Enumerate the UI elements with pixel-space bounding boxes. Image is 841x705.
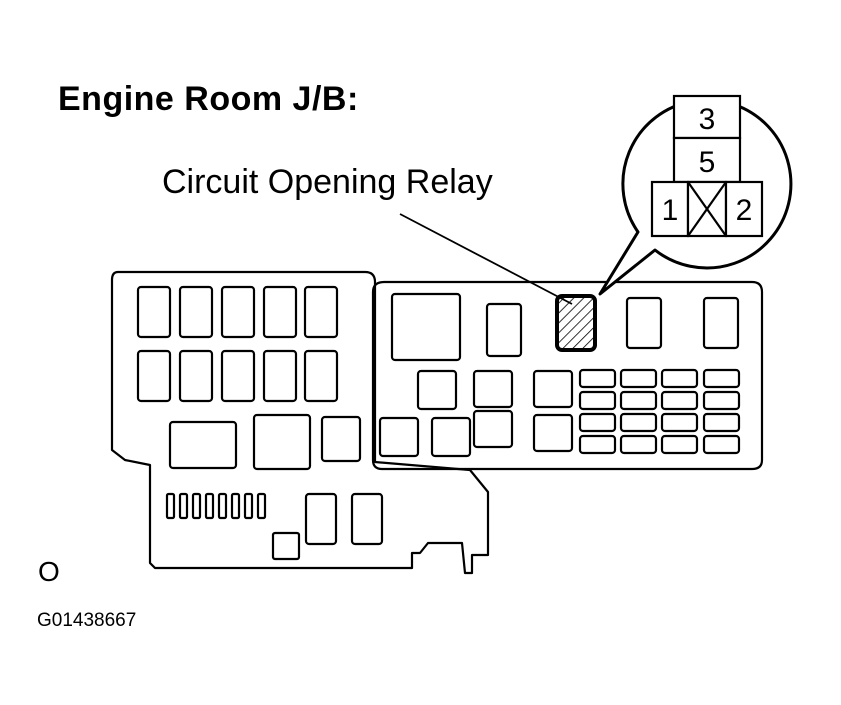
grid-fuse [702,368,741,389]
fuse-slot [220,349,256,403]
left-fuse-row-2 [136,349,339,403]
mini-fuse [204,492,215,520]
circuit-opening-relay-highlight [555,294,597,352]
relay-slot [378,416,420,458]
fuse-slot [136,349,172,403]
grid-fuse [619,412,658,433]
grid-fuse [660,368,699,389]
mini-fuse [191,492,202,520]
relay-slot [472,409,514,449]
mini-fuse-row [165,492,267,520]
mini-fuse [256,492,267,520]
large-fuse-slot [252,413,312,471]
fuse-slot [320,415,362,463]
grid-fuse [578,412,617,433]
figure-code: G01438667 [37,610,137,631]
fuse-slot [136,285,172,339]
grid-fuse [660,434,699,455]
fuse-slot [220,285,256,339]
grid-fuse [619,368,658,389]
fuse-slot [178,349,214,403]
relay-slot [532,413,574,453]
callout-leader-line [399,213,573,305]
relay-slot [416,369,458,411]
grid-fuse [619,434,658,455]
fuse-grid [578,368,741,455]
fuse-slot [262,349,298,403]
grid-fuse [619,390,658,411]
right-housing-outline [371,280,764,471]
grid-fuse [660,412,699,433]
grid-fuse [702,412,741,433]
left-housing-outline [110,270,490,575]
fuse-slot [304,492,338,546]
fuse-slot [262,285,298,339]
relay-slot [472,369,514,409]
mini-fuse [230,492,241,520]
grid-fuse [660,390,699,411]
pin-2-cell [724,180,764,238]
mini-fuse [178,492,189,520]
relay-slot [430,416,472,458]
grid-fuse [702,434,741,455]
mini-fuse [243,492,254,520]
pin-label-5: 5 [699,146,716,179]
mini-fuse [217,492,228,520]
relay-slot [485,302,523,358]
pin-5-cell [672,136,742,184]
pin-label-3: 3 [699,103,716,136]
relay-slot [702,296,740,350]
relay-slot [532,369,574,409]
blank-pin-cross [687,181,727,237]
left-fuse-row-1 [136,285,339,339]
small-slot [271,531,301,561]
fuse-slot [303,285,339,339]
grid-fuse [578,368,617,389]
fuse-slot [303,349,339,403]
grid-fuse [578,434,617,455]
pin-label-1: 1 [662,194,679,227]
pin-label-2: 2 [736,194,753,227]
connector-pin-layout [650,94,764,238]
fuse-slot [178,285,214,339]
fuse-slot [350,492,384,546]
mini-fuse [165,492,176,520]
grid-fuse [578,390,617,411]
diagram-title: Engine Room J/B: [58,80,359,118]
grid-fuse [702,390,741,411]
relay-slot [390,292,462,362]
large-fuse-slot [168,420,238,470]
callout-label: Circuit Opening Relay [162,163,493,201]
corner-mark: O [38,556,60,587]
relay-slot [625,296,663,350]
